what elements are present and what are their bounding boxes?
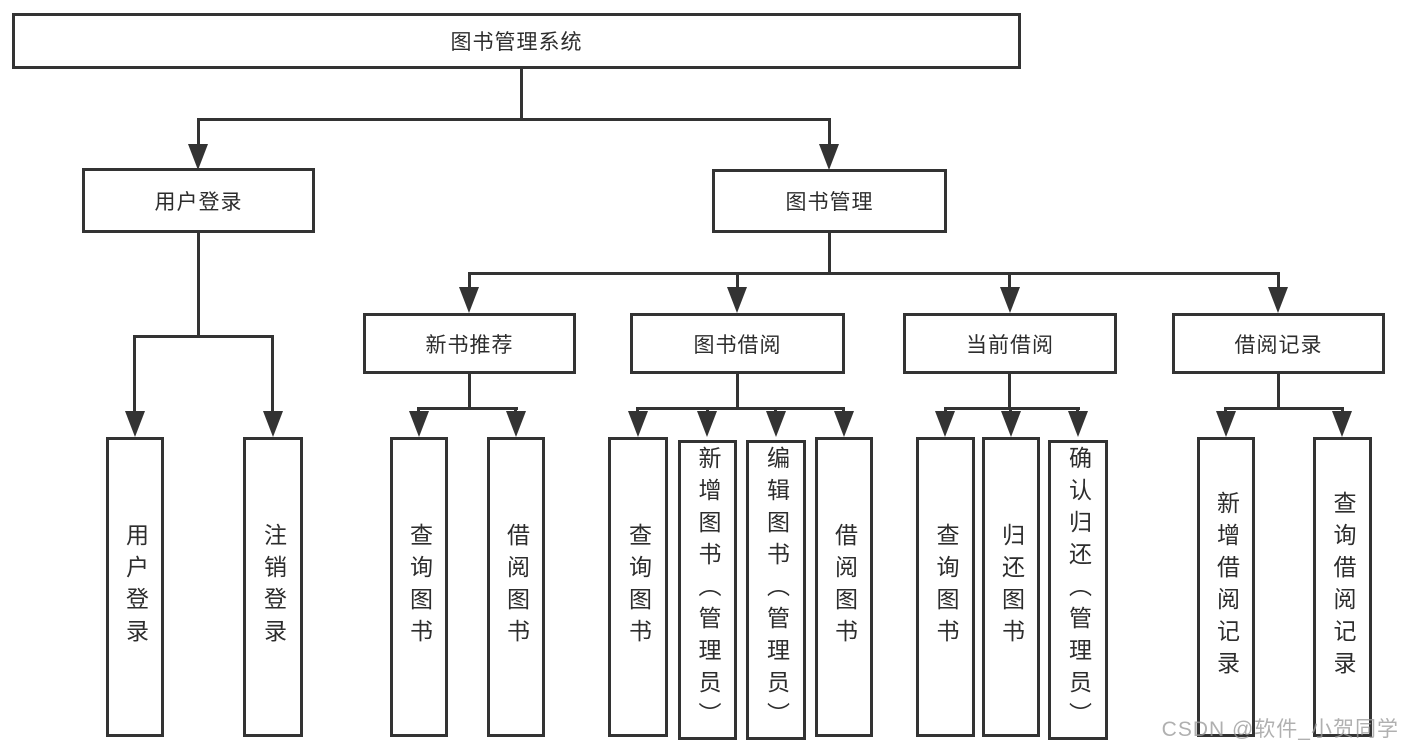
arrow-down-icon (409, 411, 429, 437)
leaf-current-confirm-return-admin: 确认归还（管理员） (1048, 440, 1108, 740)
arrow-down-icon (125, 411, 145, 437)
leaf-borrowing-add-books-admin: 新增图书（管理员） (678, 440, 737, 740)
connector-line (271, 335, 274, 415)
connector-line (1224, 407, 1344, 410)
leaf-records-query-record: 查询借阅记录 (1313, 437, 1372, 737)
node-book-borrowing: 图书借阅 (630, 313, 845, 374)
arrow-down-icon (834, 411, 854, 437)
connector-line (736, 272, 739, 290)
connector-line (636, 407, 845, 410)
connector-line (944, 407, 1080, 410)
arrow-down-icon (459, 287, 479, 313)
arrow-down-icon (263, 411, 283, 437)
leaf-logout: 注销登录 (243, 437, 303, 737)
connector-line (468, 373, 471, 409)
arrow-down-icon (1000, 287, 1020, 313)
leaf-newbook-query-books: 查询图书 (390, 437, 448, 737)
leaf-current-query-books: 查询图书 (916, 437, 975, 737)
arrow-down-icon (1001, 411, 1021, 437)
arrow-down-icon (1216, 411, 1236, 437)
connector-line (828, 232, 831, 275)
arrow-down-icon (1332, 411, 1352, 437)
leaf-newbook-borrow-books: 借阅图书 (487, 437, 545, 737)
leaf-borrowing-borrow-books: 借阅图书 (815, 437, 873, 737)
connector-line (1008, 373, 1011, 409)
connector-line (133, 335, 136, 415)
connector-line (133, 335, 274, 338)
leaf-current-return-books: 归还图书 (982, 437, 1040, 737)
connector-line (1008, 272, 1011, 290)
connector-line (1277, 272, 1280, 290)
node-new-book-recommend: 新书推荐 (363, 313, 576, 374)
node-book-management: 图书管理 (712, 169, 947, 233)
arrow-down-icon (727, 287, 747, 313)
connector-line (1277, 373, 1280, 409)
connector-line (468, 272, 1280, 275)
arrow-down-icon (935, 411, 955, 437)
arrow-down-icon (188, 144, 208, 170)
arrow-down-icon (766, 411, 786, 437)
arrow-down-icon (1068, 411, 1088, 437)
arrow-down-icon (506, 411, 526, 437)
arrow-down-icon (628, 411, 648, 437)
watermark: CSDN @软件_小贺同学 (1161, 718, 1399, 741)
connector-line (468, 272, 471, 290)
node-root: 图书管理系统 (12, 13, 1021, 69)
connector-line (520, 68, 523, 120)
node-user-login: 用户登录 (82, 168, 315, 233)
node-current-borrowing: 当前借阅 (903, 313, 1117, 374)
arrow-down-icon (1268, 287, 1288, 313)
connector-line (198, 118, 831, 121)
node-borrowing-records: 借阅记录 (1172, 313, 1385, 374)
connector-line (736, 373, 739, 409)
arrow-down-icon (819, 144, 839, 170)
leaf-borrowing-query-books: 查询图书 (608, 437, 668, 737)
leaf-user-login: 用户登录 (106, 437, 164, 737)
leaf-records-add-record: 新增借阅记录 (1197, 437, 1255, 737)
connector-line (197, 232, 200, 337)
connector-line (828, 118, 831, 148)
connector-line (197, 118, 200, 148)
connector-line (417, 407, 518, 410)
leaf-borrowing-edit-books-admin: 编辑图书（管理员） (746, 440, 806, 740)
arrow-down-icon (697, 411, 717, 437)
